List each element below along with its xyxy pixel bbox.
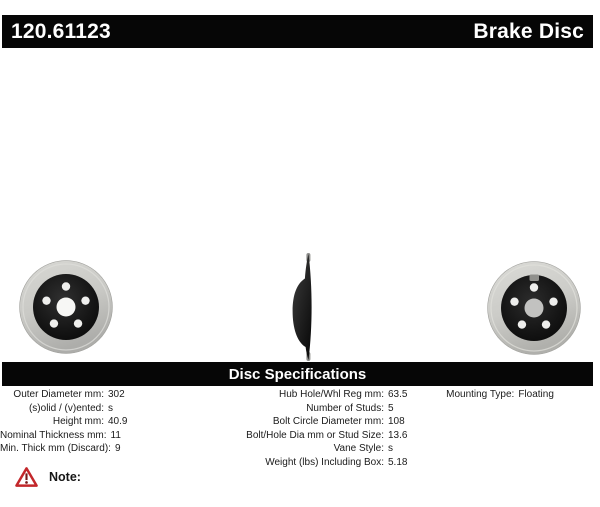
spec-row-min-thickness: Min. Thick mm (Discard): 9 (0, 442, 218, 456)
spec-value: 63.5 (388, 389, 408, 400)
spec-label: Vane Style: (333, 443, 384, 454)
disc-stud-holes (42, 282, 90, 328)
spec-section-title: Disc Specifications (228, 365, 367, 383)
spec-label: Min. Thick mm (Discard): (0, 443, 111, 454)
part-number: 120.61123 (11, 19, 111, 43)
spec-value: 9 (114, 443, 121, 454)
spec-value: 108 (388, 416, 405, 427)
spec-column-left: Outer Diameter mm: 302 (s)olid / (v)ente… (0, 388, 218, 456)
brake-disc-front-image (19, 260, 113, 354)
note-label: Note: (49, 470, 81, 484)
disc-ring-bevel (490, 264, 578, 352)
spec-row-hub-hole: Hub Hole/Whl Reg mm: 63.5 (218, 388, 436, 402)
disc-center-hole (524, 298, 544, 318)
spec-row-weight: Weight (lbs) Including Box: 5.18 (218, 456, 436, 470)
brake-disc-side-image (292, 253, 312, 361)
spec-label: Mounting Type: (446, 389, 515, 400)
spec-value: 302 (108, 389, 125, 400)
spec-row-solid-vented: (s)olid / (v)ented: s (0, 402, 218, 416)
spec-row-outer-diameter: Outer Diameter mm: 302 (0, 388, 218, 402)
spec-row-bolt-circle-diameter: Bolt Circle Diameter mm: 108 (218, 415, 436, 429)
spec-label: Nominal Thickness mm: (0, 429, 107, 441)
disc-stud-holes (510, 283, 558, 329)
warning-triangle-icon (15, 467, 38, 487)
spec-section-header: Disc Specifications (2, 362, 593, 386)
spec-row-height: Height mm: 40.9 (0, 415, 218, 429)
note-section: Note: (15, 466, 81, 488)
spec-label: Bolt Circle Diameter mm: (272, 416, 384, 427)
spec-value: s (108, 402, 113, 414)
spec-label: Bolt/Hole Dia mm or Stud Size: (246, 429, 384, 441)
spec-column-middle: Hub Hole/Whl Reg mm: 63.5 Number of Stud… (218, 388, 436, 469)
spec-row-number-of-studs: Number of Studs: 5 (218, 402, 436, 416)
spec-value: 5.18 (388, 456, 408, 468)
spec-label: (s)olid / (v)ented: (28, 402, 104, 414)
spec-row-nominal-thickness: Nominal Thickness mm: 11 (0, 429, 218, 443)
disc-center-hole (56, 297, 76, 317)
brake-disc-rear-image (487, 261, 581, 355)
spec-row-bolt-hole-dia: Bolt/Hole Dia mm or Stud Size: 13.6 (218, 429, 436, 443)
spec-label: Outer Diameter mm: (13, 389, 104, 400)
spec-value: s (388, 443, 393, 454)
spec-row-vane-style: Vane Style: s (218, 442, 436, 456)
spec-value: 13.6 (388, 429, 408, 441)
spec-value: 5 (388, 402, 394, 414)
spec-label: Number of Studs: (306, 402, 384, 414)
spec-column-right: Mounting Type: Floating (427, 388, 573, 402)
hub-top-notch (529, 274, 539, 281)
spec-value: 11 (110, 429, 121, 441)
spec-row-mounting-type: Mounting Type: Floating (427, 388, 573, 402)
disc-ring-bevel (22, 263, 110, 351)
header-bar: 120.61123 Brake Disc (2, 15, 593, 48)
disc-side-profile (292, 254, 312, 360)
spec-value: 40.9 (108, 416, 128, 427)
spec-label: Height mm: (52, 416, 104, 427)
spec-value: Floating (518, 389, 554, 400)
spec-label: Hub Hole/Whl Reg mm: (278, 389, 384, 400)
product-type-title: Brake Disc (473, 19, 584, 43)
spec-label: Weight (lbs) Including Box: (265, 456, 384, 468)
